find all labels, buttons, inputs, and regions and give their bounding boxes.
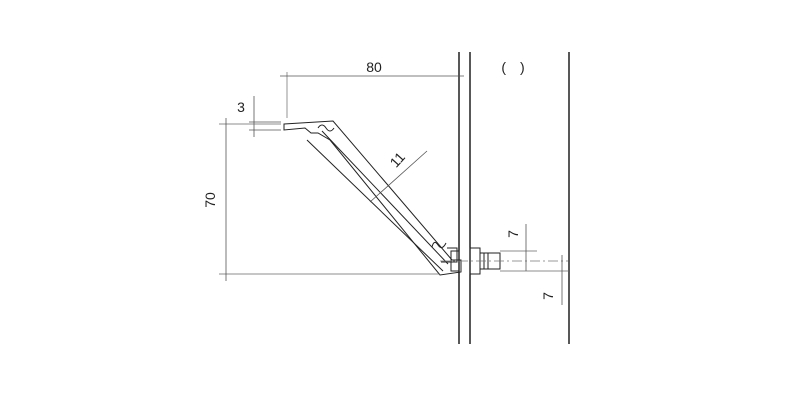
panel-note-label: ( ): [501, 59, 524, 75]
dim-label-80: 80: [366, 59, 382, 75]
dimension-diagonal: 11: [369, 149, 428, 203]
bracket-inner-diagonal-2: [321, 130, 449, 265]
lower-clip: [441, 247, 458, 263]
dim-label-3: 3: [237, 99, 245, 115]
wall-panel: [458, 52, 570, 344]
dim-label-11: 11: [386, 149, 408, 171]
top-hook-detail: [317, 124, 335, 132]
dimension-top-width: 80 ( ): [280, 59, 525, 118]
dim-line-11: [369, 150, 428, 203]
dim-label-70: 70: [202, 192, 218, 208]
bracket-inner-diagonal: [306, 139, 444, 272]
lower-hook-detail: [431, 241, 447, 249]
dimension-height: 70: [202, 118, 440, 281]
bracket-outline: [283, 120, 462, 276]
bolt-assembly: [440, 247, 568, 275]
bracket-profile: [283, 120, 462, 276]
dimension-bolt-lower: 7: [500, 255, 569, 305]
dimension-bolt-upper: 7: [500, 224, 537, 271]
dim-label-7-upper: 7: [505, 230, 521, 238]
dimension-top-thickness: 3: [237, 96, 281, 137]
dim-label-7-lower: 7: [540, 292, 556, 300]
